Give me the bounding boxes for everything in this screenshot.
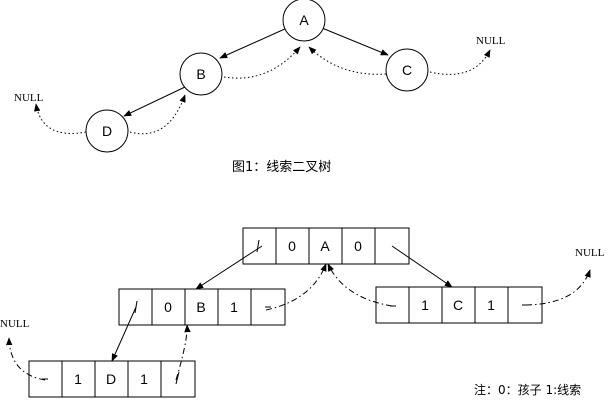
edge-a-b: [219, 27, 288, 59]
tree-node-label: B: [196, 66, 205, 82]
storage-null-label-right: NULL: [575, 247, 605, 259]
tree-node-a: A: [282, 0, 326, 42]
tree-node-b: B: [179, 52, 223, 96]
legend-note: 注：0：孩子 1:线索: [474, 382, 581, 397]
tree-node-label: A: [299, 12, 309, 28]
thread-d-b: [129, 94, 186, 135]
tree-threads: [34, 46, 491, 135]
pointer-b-d: [111, 306, 137, 362]
cell-a-ltag: 0: [288, 238, 296, 254]
pointer-a-b: [195, 245, 263, 290]
storage-node-b: [118, 288, 286, 326]
tree-node-label: C: [402, 62, 412, 78]
storage-nodes: [28, 227, 543, 398]
storage-node-d: [28, 360, 196, 398]
thread-c-null: [429, 49, 491, 75]
tree-null-label-right: NULL: [476, 35, 506, 47]
cell-d-ltag: 1: [74, 371, 82, 387]
storage-node-a: [242, 227, 410, 265]
tree-edges: [123, 27, 389, 117]
storage-thread-pointers: [6, 263, 591, 381]
thread-c-null-store: [525, 269, 591, 306]
storage-null-label-left: NULL: [0, 318, 30, 330]
figure-caption: 图1：线索二叉树: [232, 160, 331, 175]
storage-node-c: [375, 286, 543, 324]
tree-nodes: A B C D: [85, 0, 429, 153]
cell-b-ltag: 0: [164, 299, 172, 315]
tree-node-c: C: [385, 48, 429, 92]
tree-null-label-left: NULL: [14, 92, 44, 104]
cell-c-ltag: 1: [421, 297, 429, 313]
thread-b-a-store: [265, 263, 327, 311]
thread-b-a: [223, 46, 301, 79]
cell-d-rptr-mark: [175, 371, 180, 385]
storage-child-pointers: [111, 245, 453, 362]
cell-a-rtag: 0: [354, 238, 362, 254]
thread-d-null-store: [6, 337, 46, 381]
cell-b-lptr-mark: [134, 300, 138, 314]
thread-c-a-store: [327, 263, 393, 307]
cell-a-lptr-mark: [256, 239, 260, 253]
thread-c-a: [308, 46, 387, 75]
tree-node-label: D: [102, 123, 112, 139]
storage-cell-texts: 0 A 0 0 B 1 1 C 1 1 D 1: [74, 238, 495, 387]
cell-a-data: A: [320, 238, 330, 254]
cell-b-data: B: [196, 299, 205, 315]
cell-d-rtag: 1: [140, 371, 148, 387]
tree-node-d: D: [85, 109, 129, 153]
cell-b-rtag: 1: [230, 299, 238, 315]
cell-d-data: D: [106, 371, 116, 387]
edge-a-c: [321, 27, 389, 56]
pointer-a-c: [391, 245, 453, 288]
thread-d-null: [34, 103, 87, 134]
cell-c-rtag: 1: [487, 297, 495, 313]
cell-c-data: C: [453, 297, 463, 313]
cell-dash-marks: [42, 239, 528, 385]
edge-b-d: [123, 86, 186, 117]
